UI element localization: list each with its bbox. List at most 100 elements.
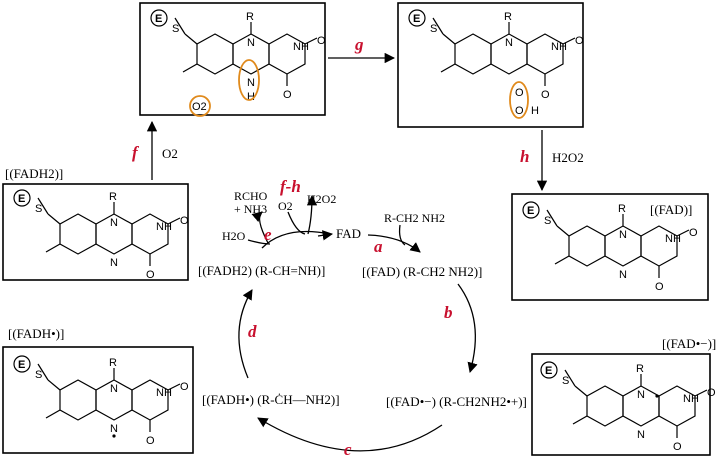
oxygen-label: O [180, 381, 189, 393]
oxygen-label-2: O [283, 89, 292, 101]
substrate-label: R-CH2 NH2 [384, 211, 445, 225]
ooh-highlight [509, 81, 529, 119]
step-e-label: e [264, 225, 272, 244]
h-label: H [531, 105, 539, 117]
radical-dot [112, 434, 116, 438]
step-h-label: h [520, 147, 529, 166]
r-label: R [636, 363, 644, 375]
rcho-label: RCHO [234, 189, 268, 203]
nh-highlight [238, 59, 260, 101]
oxygen-label: O [707, 387, 716, 399]
fadh2-label: [(FADH2)] [5, 166, 63, 181]
enzyme-icon [522, 201, 540, 219]
n5-label: N [637, 429, 645, 441]
oxygen-label-2: O [541, 89, 550, 101]
enzyme-label: E [413, 13, 420, 25]
o1-label: O [515, 87, 524, 99]
r-label: R [246, 11, 254, 23]
sulfur-label: S [544, 215, 551, 227]
nh-label: NH [683, 393, 699, 405]
nh-label: NH [665, 233, 681, 245]
fad-anion-label: [(FAD•−)] [662, 336, 716, 351]
o2-label: O [515, 105, 524, 117]
radical-dot [655, 394, 659, 398]
arrow-g: g [328, 35, 396, 64]
complex-fad-amine: [(FAD) (R-CH2 NH2)] [362, 264, 482, 279]
oxygen-label-2: O [655, 281, 664, 293]
n-label: N [110, 217, 118, 229]
step-b-label: b [444, 303, 453, 322]
h2o-label: H2O [222, 229, 246, 243]
arrow-h: h H2O2 [520, 130, 584, 192]
n5-label: N [247, 37, 255, 49]
oxygen-label-2: O [146, 435, 155, 447]
oxygen-label: O [317, 35, 326, 47]
n1-label: N [247, 77, 255, 89]
nh-label: NH [156, 221, 172, 233]
arrow-f: f O2 [132, 120, 178, 180]
oxygen-label-2: O [673, 441, 682, 453]
complex-fad-anion-amine: [(FAD•−) (R-CH2NH2•+)] [386, 394, 527, 409]
sulfur-label: S [35, 369, 42, 381]
box-fad-anion: E S R N O NH O N [531, 353, 716, 456]
fadh-radical-label: [(FADH•)] [8, 326, 64, 341]
sulfur-label: S [430, 23, 437, 35]
sulfur-label: S [562, 375, 569, 387]
superoxide-label: O2 [192, 101, 207, 113]
r-label: R [109, 357, 117, 369]
superoxide-highlight [189, 95, 211, 117]
n-label: N [637, 389, 645, 401]
enzyme-label: E [18, 193, 25, 205]
h2o2-cycle-label: H2O2 [307, 192, 336, 206]
enzyme-label: E [155, 13, 162, 25]
o2-f-label: O2 [162, 146, 178, 161]
r-label: R [504, 11, 512, 23]
step-c-label: c [344, 440, 352, 459]
h-label: H [247, 91, 255, 103]
complex-fadh2-imine: [(FADH2) (R-CH=NH)] [198, 263, 325, 278]
box-fadh-radical: E S R N O NH O N [2, 346, 194, 454]
r-label: R [618, 203, 626, 215]
n5-label: N [110, 423, 118, 435]
fad-label: [(FAD)] [650, 202, 692, 217]
step-a-label: a [374, 237, 383, 256]
h2o2-h-label: H2O2 [552, 150, 584, 165]
fad-cycle-label: FAD [336, 226, 361, 241]
enzyme-label: E [18, 359, 25, 371]
n5-label: N [110, 257, 118, 269]
box-fad: [(FAD)] E S R N O NH O N [511, 193, 709, 301]
complex-fadh-radical: [(FADH•) (R-ĊH—NH2)] [202, 392, 340, 407]
enzyme-icon [150, 9, 168, 27]
n-label: N [505, 37, 513, 49]
step-d-label: d [248, 322, 257, 341]
oxygen-label: O [689, 227, 698, 239]
n-label: N [619, 229, 627, 241]
enzyme-icon [408, 9, 426, 27]
o2-cycle-label: O2 [278, 199, 293, 213]
enzyme-label: E [545, 365, 552, 377]
oxygen-label: O [575, 35, 584, 47]
step-f-label: f [132, 143, 140, 162]
r-label: R [109, 191, 117, 203]
n-label: N [110, 383, 118, 395]
box-hydroperoxide: E S R N O NH O O O H [397, 2, 584, 128]
enzyme-icon [13, 355, 31, 373]
nh-label: NH [551, 41, 567, 53]
box-superoxide-complex: E S N R N H O O NH O2 [139, 2, 326, 117]
box-fadh2: E S R N O NH O N [2, 183, 189, 281]
step-fh-label: f-h [280, 177, 301, 196]
nh-label: NH [156, 387, 172, 399]
enzyme-label: E [527, 205, 534, 217]
n5-label: N [619, 269, 627, 281]
sulfur-label: S [35, 203, 42, 215]
oxygen-label-2: O [146, 269, 155, 281]
step-g-label: g [354, 35, 364, 54]
oxygen-label: O [180, 215, 189, 227]
nh-label: NH [293, 41, 309, 53]
nh3-label: + NH3 [234, 202, 267, 216]
sulfur-label: S [172, 23, 179, 35]
enzyme-icon [540, 361, 558, 379]
cycle-arrows [238, 194, 478, 452]
enzyme-icon [13, 189, 31, 207]
